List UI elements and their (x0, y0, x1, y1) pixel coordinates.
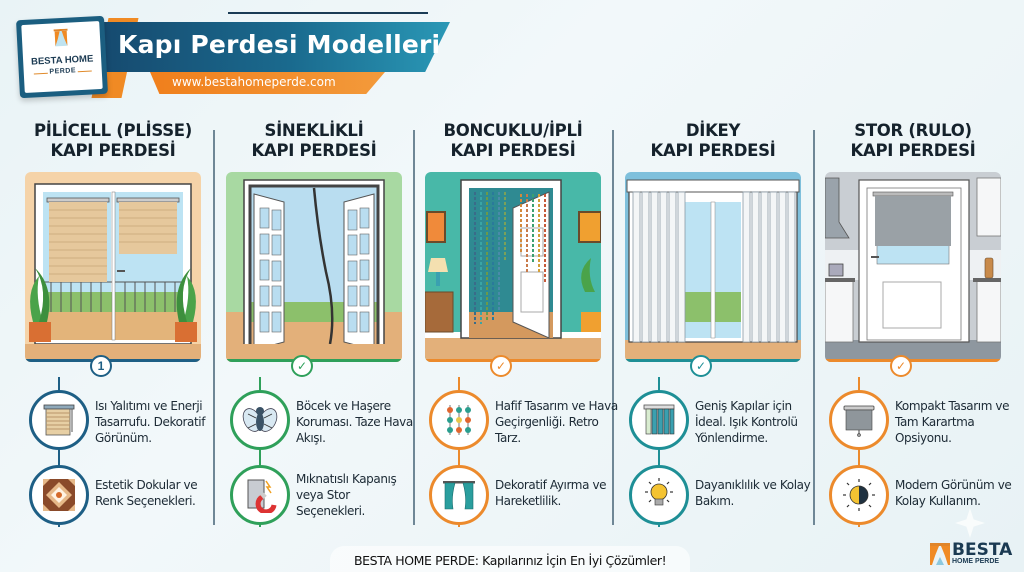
screen-door-illustration (226, 172, 402, 362)
feature-text: Kompakt Tasarım ve Tam Karartma Opsiyonu… (895, 399, 1010, 445)
footer-logo: BESTA HOME PERDE (930, 540, 1020, 570)
fly-icon (230, 390, 290, 450)
connector-line (858, 377, 860, 527)
column-divider (813, 130, 815, 525)
half-sun-icon (829, 465, 889, 525)
connector-line (658, 377, 660, 527)
feature-text: Dekoratif Ayırma ve Hareketlilik. (495, 478, 607, 508)
column-title: STOR (RULO)KAPI PERDESİ (850, 121, 976, 160)
window-curtain-icon (53, 28, 68, 47)
footer-logo-sub: HOME PERDE (952, 558, 1000, 565)
bead-door-illustration (425, 172, 601, 362)
roller-blind-icon (829, 390, 889, 450)
column-stor: STOR (RULO)KAPI PERDESİ ✓ Kompakt Tasar (813, 115, 1013, 527)
column-title: PİLİCELL (PLİSSE)KAPI PERDESİ (33, 121, 193, 160)
feature-text: Modern Görünüm ve Kolay Kullanım. (895, 478, 1012, 508)
magnet-icon (230, 465, 290, 525)
check-badge-icon: ✓ (890, 355, 912, 377)
feature-text: Estetik Dokular ve Renk Seçenekleri. (95, 478, 198, 508)
pleated-blind-icon (29, 390, 89, 450)
step-number-badge: 1 (90, 355, 112, 377)
footer-tagline: BESTA HOME PERDE: Kapılarınız İçin En İy… (354, 553, 667, 568)
beads-icon (429, 390, 489, 450)
feature-text: Mıknatıslı Kapanış veya Stor Seçenekleri… (296, 472, 397, 518)
roller-blind-illustration (825, 172, 1001, 362)
header-banner: Kapı Perdesi Modelleri www.bestahomeperd… (0, 0, 470, 110)
lightbulb-icon (629, 465, 689, 525)
feature-text: Isı Yalıtımı ve Enerji Tasarrufu. Dekora… (95, 399, 206, 445)
footer-bar (330, 546, 690, 572)
curtain-icon (429, 465, 489, 525)
connector-line (58, 377, 60, 527)
check-badge-icon: ✓ (291, 355, 313, 377)
feature-text: Böcek ve Haşere Koruması. Taze Hava Akış… (296, 399, 413, 445)
feature-text: Geniş Kapılar için İdeal. Işık Kontrolü … (695, 399, 798, 445)
column-plisse: PİLİCELL (PLİSSE)KAPI PERDESİ (13, 115, 213, 527)
plisse-door-illustration (25, 172, 201, 362)
brand-logo: BESTA HOME PERDE (16, 15, 108, 99)
column-divider (413, 130, 415, 525)
page-title: Kapı Perdesi Modelleri (118, 30, 441, 59)
check-badge-icon: ✓ (490, 355, 512, 377)
pattern-tile-icon (29, 465, 89, 525)
curtain-logo-icon (930, 543, 950, 565)
check-badge-icon: ✓ (690, 355, 712, 377)
vertical-blind-icon (629, 390, 689, 450)
header-accent-line (228, 12, 428, 14)
website-url[interactable]: www.bestahomeperde.com (172, 75, 336, 89)
column-divider (213, 130, 215, 525)
feature-text: Hafif Tasarım ve Hava Geçirgenliği. Retr… (495, 399, 618, 445)
column-divider (612, 130, 614, 525)
url-ribbon (150, 72, 385, 94)
vertical-blind-illustration (625, 172, 801, 362)
title-ribbon (95, 22, 450, 72)
connector-line (458, 377, 460, 527)
footer-logo-brand: BESTA (952, 540, 1013, 560)
feature-text: Dayanıklılık ve Kolay Bakım. (695, 478, 811, 508)
connector-line (259, 377, 261, 527)
